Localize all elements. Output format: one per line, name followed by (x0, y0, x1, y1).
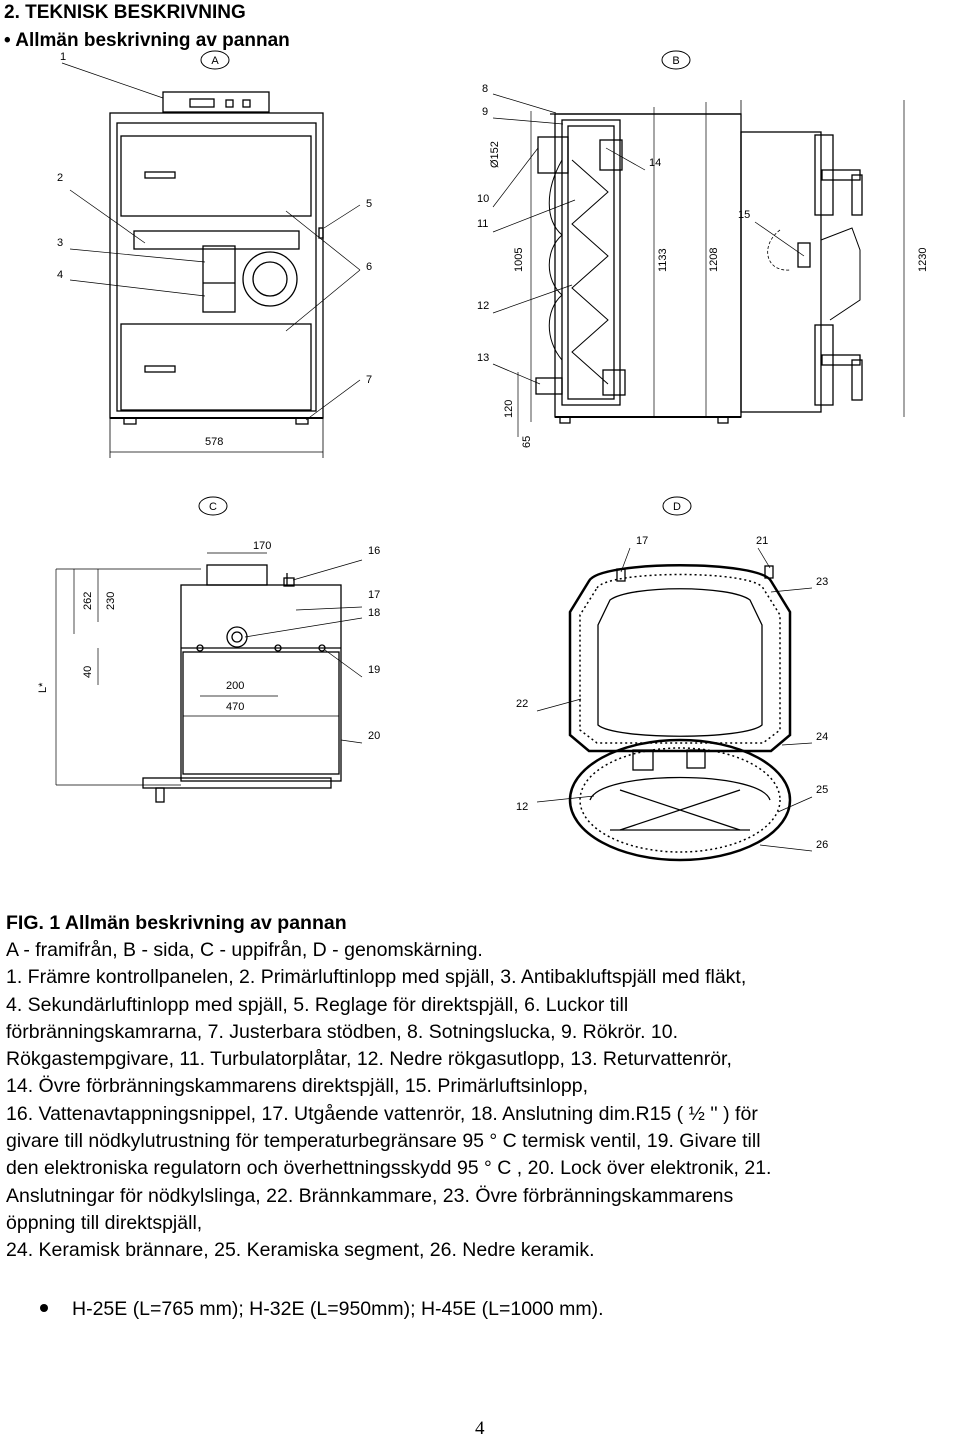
dim-170: 170 (253, 540, 271, 552)
callout-18: 18 (368, 607, 380, 619)
model-length-note: H-25E (L=765 mm); H-32E (L=950mm); H-45E… (40, 1296, 604, 1323)
view-label-a: A (211, 55, 219, 67)
model-length-text: H-25E (L=765 mm); H-32E (L=950mm); H-45E… (72, 1298, 604, 1320)
callout-7: 7 (366, 374, 372, 386)
callout-13: 13 (477, 352, 489, 364)
callout-1: 1 (60, 51, 66, 63)
dim-262: 262 (82, 592, 94, 610)
callout-9: 9 (482, 106, 488, 118)
callout-15: 15 (738, 209, 750, 221)
callout-20: 20 (368, 730, 380, 742)
view-label-d: D (673, 501, 681, 513)
callout-3: 3 (57, 237, 63, 249)
callout-14: 14 (649, 157, 661, 169)
view-label-c: C (209, 501, 217, 513)
boiler-technical-drawing: A B C D 1 2 3 4 5 6 7 8 9 10 11 12 13 14… (37, 50, 929, 862)
dim-120: 120 (503, 400, 515, 418)
callout-17-d: 17 (636, 535, 648, 547)
callout-5: 5 (366, 198, 372, 210)
callout-12: 12 (477, 300, 489, 312)
callout-10: 10 (477, 193, 489, 205)
callout-17: 17 (368, 589, 380, 601)
dim-length-l: L* (37, 682, 49, 693)
dim-1230: 1230 (917, 248, 929, 272)
callout-22: 22 (516, 698, 528, 710)
dim-1005: 1005 (513, 248, 525, 272)
view-d-section (536, 547, 813, 862)
callout-12-d: 12 (516, 801, 528, 813)
callout-8: 8 (482, 83, 488, 95)
dim-width-a: 578 (205, 436, 223, 448)
dim-65: 65 (521, 436, 533, 448)
dim-40: 40 (82, 666, 94, 678)
callout-23: 23 (816, 576, 828, 588)
callout-6: 6 (366, 261, 372, 273)
figure-caption-title: FIG. 1 Allmän beskrivning av pannan (6, 912, 347, 934)
dim-1208: 1208 (708, 248, 720, 272)
dim-230: 230 (105, 592, 117, 610)
callout-16: 16 (368, 545, 380, 557)
callout-26: 26 (816, 839, 828, 851)
dim-470: 470 (226, 701, 244, 713)
callout-11: 11 (477, 218, 488, 230)
callout-2: 2 (57, 172, 63, 184)
figure-caption-body: A - framifrån, B - sida, C - uppifrån, D… (6, 939, 772, 1262)
view-c-top (55, 552, 363, 803)
page-number: 4 (475, 1418, 485, 1439)
dim-200: 200 (226, 680, 244, 692)
dim-flue-diameter: Ø152 (489, 141, 501, 168)
section-title: 2. TEKNISK BESKRIVNING (4, 2, 246, 23)
callout-24: 24 (816, 731, 828, 743)
callout-25: 25 (816, 784, 828, 796)
view-label-b: B (672, 55, 679, 67)
callout-21: 21 (756, 535, 768, 547)
callout-19: 19 (368, 664, 380, 676)
view-a-front (61, 62, 361, 458)
bullet-icon (40, 1303, 48, 1312)
callout-4: 4 (57, 269, 63, 281)
view-b-side (492, 93, 905, 437)
dim-1133: 1133 (657, 248, 669, 272)
subsection-title: • Allmän beskrivning av pannan (4, 30, 290, 51)
